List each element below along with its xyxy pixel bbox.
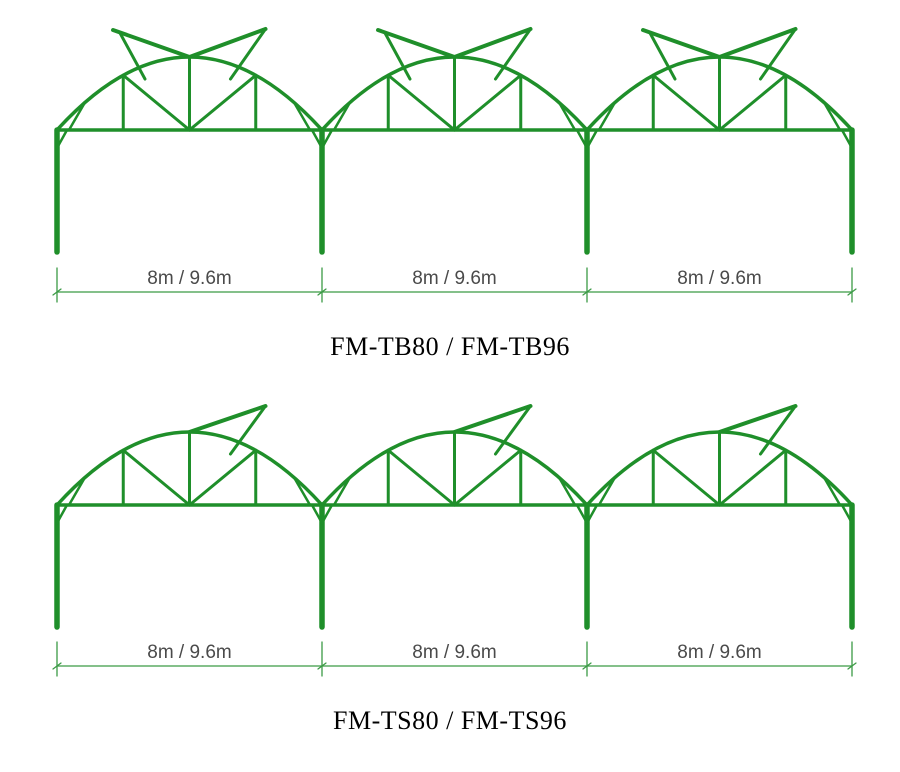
truss-diagonal (651, 448, 721, 507)
truss-diagonal (332, 476, 352, 507)
roof-vent-right (187, 404, 268, 434)
vent-brace (759, 404, 797, 456)
truss-diagonal (718, 448, 788, 507)
roof-vent-right (452, 404, 533, 434)
vent-brace (648, 31, 677, 81)
gutter-bracket (840, 128, 854, 150)
gutter-bracket (320, 128, 334, 150)
gutter-bracket (320, 503, 334, 525)
span-dimension-label: 8m / 9.6m (412, 268, 496, 289)
diagram-title-butterfly: FM-TB80 / FM-TB96 (330, 332, 570, 361)
dimension-tick (317, 662, 327, 670)
dimension-tick (52, 662, 62, 670)
roof-vent-left (641, 28, 722, 59)
truss-diagonal (188, 448, 258, 507)
span-dimension-label: 8m / 9.6m (677, 642, 761, 663)
dimension-tick (847, 662, 857, 670)
truss-diagonal (453, 448, 523, 507)
truss-diagonal (557, 476, 577, 507)
gutter-bracket (310, 128, 324, 150)
roof-vent-left (376, 28, 457, 59)
dimension-tick (52, 288, 62, 296)
frame-diagram-single-vent: 8m / 9.6m 8m / 9.6m 8m / 9.6m (52, 404, 857, 677)
truss-diagonal (386, 73, 456, 132)
truss-diagonal (67, 476, 87, 507)
span-dimension-label: 8m / 9.6m (147, 268, 231, 289)
roof-vent-right (452, 27, 533, 59)
vent-brace (118, 31, 147, 81)
truss-diagonal (121, 448, 191, 507)
diagram-title-single-vent: FM-TS80 / FM-TS96 (333, 706, 567, 735)
gutter-bracket (585, 503, 599, 525)
roof-vent-right (717, 27, 798, 59)
truss-diagonal (822, 101, 842, 132)
gutter-bracket (575, 128, 589, 150)
roof-vent-left (111, 28, 192, 59)
vent-brace (229, 27, 267, 81)
dimension-tick (582, 288, 592, 296)
dimension-tick (847, 288, 857, 296)
dimension-tick (582, 662, 592, 670)
vent-brace (759, 27, 797, 81)
truss-diagonal (292, 101, 312, 132)
gutter-bracket (585, 128, 599, 150)
gutter-bracket (310, 503, 324, 525)
span-dimension-label: 8m / 9.6m (412, 642, 496, 663)
truss-diagonal (651, 73, 721, 132)
truss-diagonal (597, 476, 617, 507)
vent-brace (494, 404, 532, 456)
gutter-bracket (55, 503, 69, 525)
vent-brace (383, 31, 412, 81)
span-dimension-label: 8m / 9.6m (147, 642, 231, 663)
truss-diagonal (597, 101, 617, 132)
truss-diagonal (332, 101, 352, 132)
truss-diagonal (386, 448, 456, 507)
frame-diagram-butterfly-vent: 8m / 9.6m 8m / 9.6m 8m / 9.6m (52, 27, 857, 303)
truss-diagonal (67, 101, 87, 132)
truss-diagonal (188, 73, 258, 132)
truss-diagonal (453, 73, 523, 132)
span-dimension-label: 8m / 9.6m (677, 268, 761, 289)
truss-diagonal (718, 73, 788, 132)
vent-brace (494, 27, 532, 81)
truss-diagonal (557, 101, 577, 132)
truss-diagonal (292, 476, 312, 507)
gutter-bracket (840, 503, 854, 525)
truss-diagonal (822, 476, 842, 507)
gutter-bracket (575, 503, 589, 525)
gutter-bracket (55, 128, 69, 150)
dimension-tick (317, 288, 327, 296)
roof-vent-right (187, 27, 268, 59)
truss-diagonal (121, 73, 191, 132)
roof-vent-right (717, 404, 798, 434)
vent-brace (229, 404, 267, 456)
